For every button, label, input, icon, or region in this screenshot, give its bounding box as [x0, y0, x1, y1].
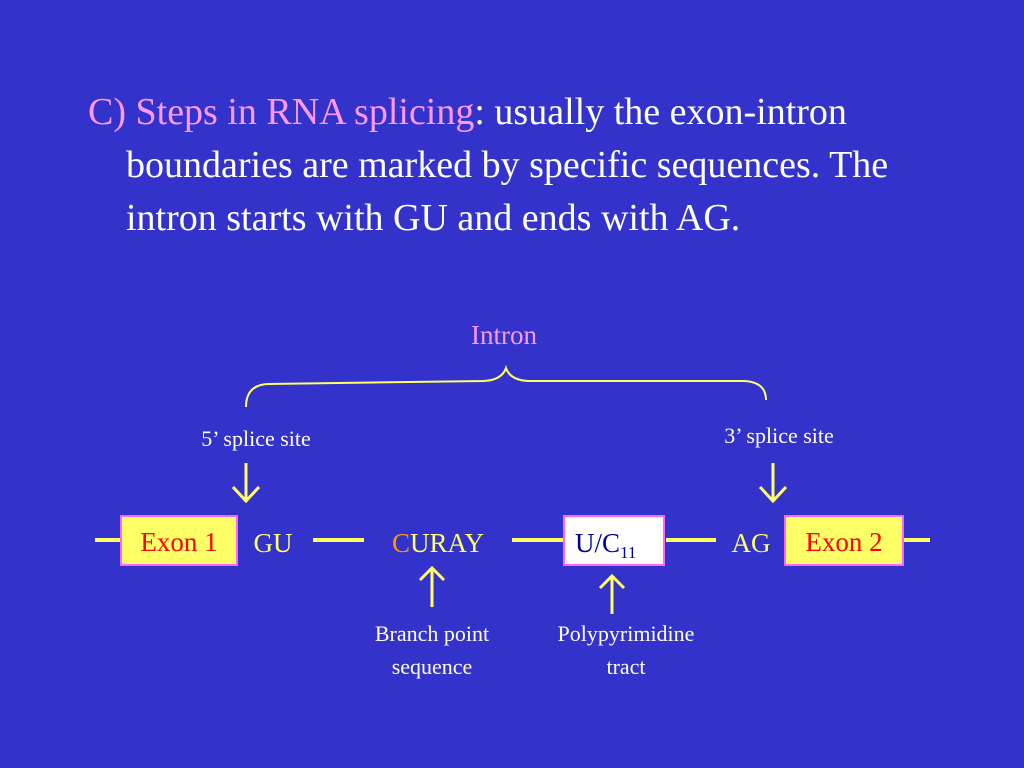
polypyrimidine-arrow	[598, 573, 626, 614]
exon-2-label: Exon 2	[805, 527, 882, 557]
branch-point-label-line1: Branch point	[375, 621, 489, 646]
branch-point-label-line2: sequence	[392, 654, 473, 679]
three-prime-arrow	[758, 463, 788, 504]
curay-rest: URAY	[410, 528, 484, 558]
polypyrimidine-box: U/C11	[563, 515, 665, 566]
exon-2-box: Exon 2	[784, 515, 904, 566]
polypyrimidine-label-line2: tract	[606, 654, 645, 679]
uc-label: U/C11	[575, 528, 636, 562]
exon-1-label: Exon 1	[140, 527, 217, 557]
heading-prefix: C) Steps in RNA splicing	[88, 91, 475, 133]
uc-main: U/C	[575, 528, 620, 558]
curay-first-letter: C	[392, 528, 410, 558]
ag-label: AG	[732, 528, 771, 558]
intron-label: Intron	[471, 320, 537, 350]
intron-brace	[245, 364, 767, 408]
five-prime-splice-site-label: 5’ splice site	[201, 426, 311, 451]
gu-label: GU	[254, 528, 293, 558]
polypyrimidine-label-line1: Polypyrimidine	[558, 621, 695, 646]
curay-sequence: CURAY	[392, 528, 484, 558]
branch-point-arrow	[418, 565, 446, 607]
five-prime-arrow	[231, 463, 261, 504]
uc-subscript: 11	[620, 543, 636, 562]
exon-1-box: Exon 1	[120, 515, 238, 566]
heading-rest: : usually the exon-intron boundaries are…	[126, 91, 889, 239]
slide-heading: C) Steps in RNA splicing: usually the ex…	[88, 86, 956, 245]
three-prime-splice-site-label: 3’ splice site	[724, 423, 834, 448]
